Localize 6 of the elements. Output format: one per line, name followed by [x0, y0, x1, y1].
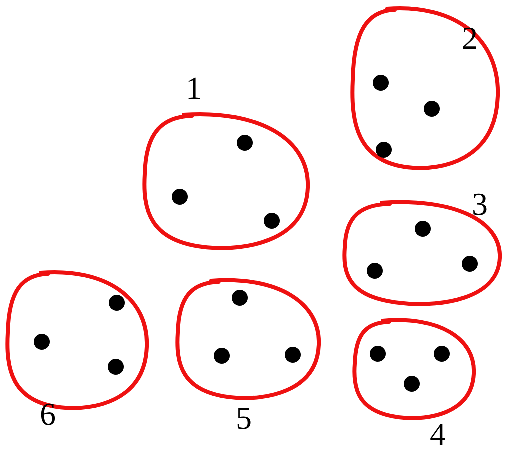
cluster-number: 2: [462, 22, 478, 54]
cluster-number: 1: [186, 72, 202, 104]
cluster-number: 5: [236, 402, 252, 434]
cluster-number: 6: [40, 398, 56, 430]
cluster-number: 4: [430, 418, 446, 450]
cluster-number: 3: [472, 188, 488, 220]
